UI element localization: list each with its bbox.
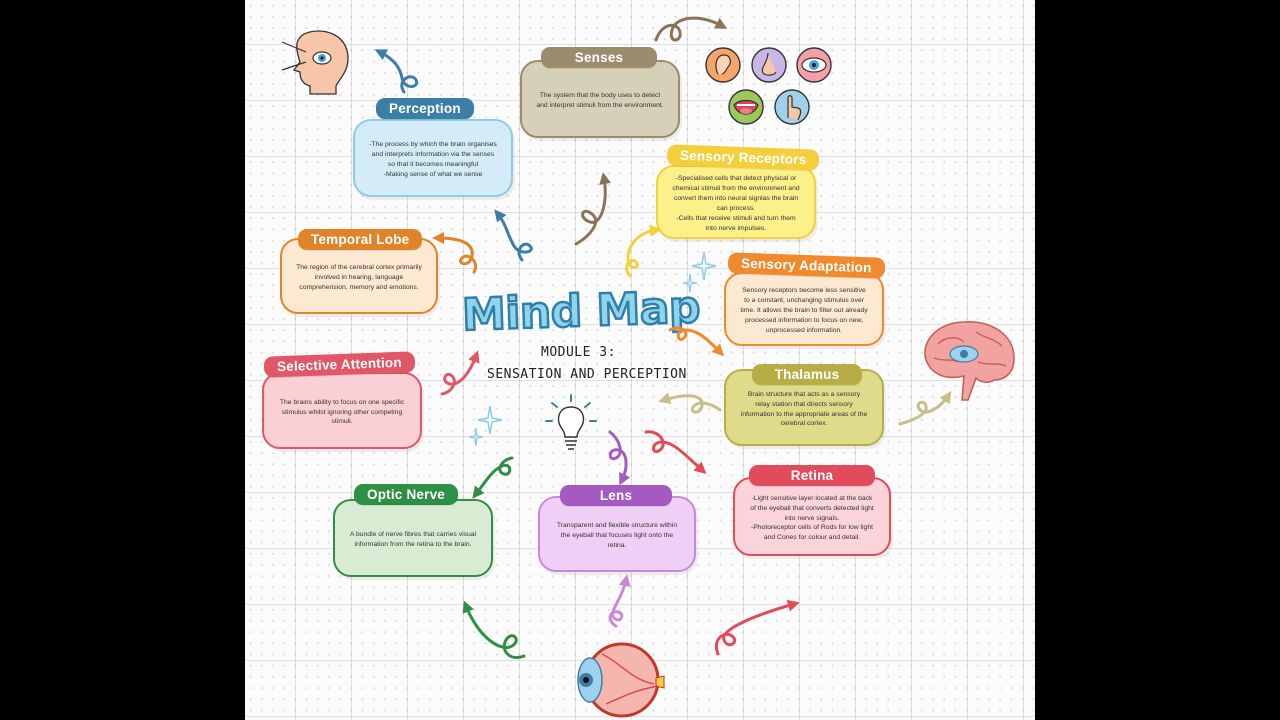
- senses-label: Senses: [541, 47, 657, 68]
- brain-icon: [924, 321, 1015, 401]
- perception-label: Perception: [376, 98, 474, 119]
- nose-icon: [751, 47, 787, 83]
- optic-nerve-text: A bundle of nerve fibres that carries vi…: [349, 531, 477, 548]
- eye-icon: [796, 47, 832, 83]
- lens-label: Lens: [560, 485, 672, 506]
- sensory-adaptation-card: Sensory receptors become less sensitive …: [724, 272, 884, 346]
- optic-nerve-card: A bundle of nerve fibres that carries vi…: [333, 499, 493, 577]
- temporal-lobe-text: The region of the cerebral cortex primar…: [296, 264, 422, 291]
- sensory-receptors-text: -Specialised cells that detect physical …: [672, 175, 800, 232]
- ear-icon: [705, 47, 741, 83]
- temporal-lobe-label: Temporal Lobe: [298, 229, 423, 250]
- thalamus-text: Brain structure that acts as a sensory r…: [740, 390, 868, 428]
- sensory-adaptation-text: Sensory receptors become less sensitive …: [740, 287, 868, 334]
- retina-label: Retina: [749, 465, 875, 486]
- selective-attention-text: The brains ability to focus on one speci…: [279, 398, 405, 426]
- temporal-lobe-card: The region of the cerebral cortex primar…: [280, 238, 438, 314]
- lens-card: Transparent and flexible structure withi…: [538, 496, 696, 572]
- lightbulb-icon: [545, 394, 597, 450]
- sensory-receptors-card: -Specialised cells that detect physical …: [656, 165, 816, 239]
- finger-icon: [774, 89, 810, 125]
- eyeball-cross-section-icon: [577, 642, 665, 718]
- lens-text: Transparent and flexible structure withi…: [556, 522, 678, 549]
- retina-text: -Light sensitive layer located at the ba…: [750, 494, 874, 542]
- eye-side-icon: [281, 30, 349, 95]
- senses-text: The system that the body uses to detect …: [536, 92, 664, 109]
- module-label: MODULE 3:: [541, 345, 616, 360]
- sparkle-icon: [468, 405, 503, 447]
- perception-card: -The process by which the brain organise…: [353, 119, 513, 197]
- senses-card: The system that the body uses to detect …: [520, 60, 680, 138]
- sparkle-icon: [682, 251, 717, 293]
- thalamus-label: Thalamus: [752, 364, 862, 385]
- retina-card: -Light sensitive layer located at the ba…: [733, 477, 891, 556]
- optic-nerve-label: Optic Nerve: [354, 484, 458, 505]
- mouth-icon: [728, 89, 764, 125]
- module-subtitle: SENSATION AND PERCEPTION: [487, 367, 687, 382]
- perception-text: -The process by which the brain organise…: [369, 141, 497, 178]
- selective-attention-card: The brains ability to focus on one speci…: [262, 372, 422, 449]
